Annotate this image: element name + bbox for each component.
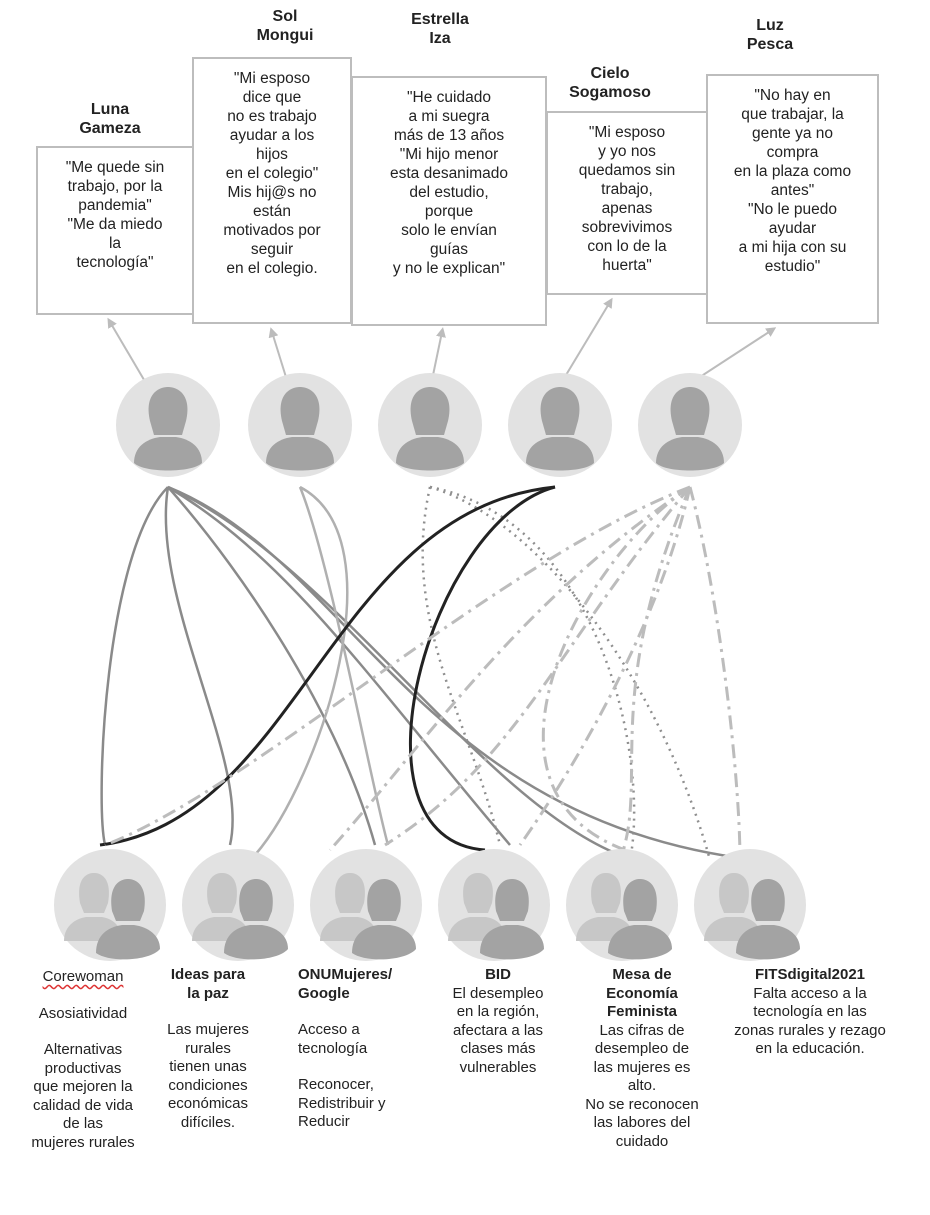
quote-box-estrella: "He cuidado a mi suegra más de 13 años "… — [351, 76, 547, 326]
org-description: Asosiatividad — [38, 1004, 128, 1022]
org-avatar-ideas-para-la-paz — [182, 849, 294, 961]
avatar-luna — [116, 373, 220, 477]
woman-name-luna: Luna Gameza — [79, 101, 141, 137]
avatar-luz — [638, 373, 742, 477]
org-name: FITSdigital2021 — [754, 966, 866, 983]
org-avatar-onumujeres — [310, 849, 422, 961]
org-mesa-economia-feminista: Mesa de Economía Feminista Las cifras de… — [572, 966, 712, 1151]
woman-name-estrella: Estrella Iza — [411, 11, 469, 47]
quote-box-luz: "No hay en que trabajar, la gente ya no … — [706, 74, 879, 324]
org-avatar-mesa-economia-feminista — [566, 849, 678, 961]
org-fitsdigital2021: FITSdigital2021 Falta acceso a la tecnol… — [705, 966, 915, 1059]
org-corewoman: Corewoman Asosiatividad Alternativas pro… — [8, 968, 158, 1152]
org-description: Las mujeres rurales tienen unas condicio… — [167, 1021, 249, 1131]
org-onumujeres-google: ONUMujeres/ Google Acceso a tecnología R… — [298, 966, 418, 1132]
arrow-estrella — [431, 327, 446, 381]
org-ideas-para-la-paz: Ideas para la paz Las mujeres rurales ti… — [148, 966, 268, 1132]
org-name: Corewoman — [42, 968, 124, 985]
quote-box-sol: "Mi esposo dice que no es trabajo ayudar… — [192, 57, 352, 324]
quote-box-cielo: "Mi esposo y yo nos quedamos sin trabajo… — [546, 111, 708, 295]
org-description: Falta acceso a la tecnología en las zona… — [734, 984, 886, 1058]
connections — [99, 485, 756, 862]
org-name: Mesa de Economía Feminista — [606, 966, 678, 1020]
women-avatars — [116, 373, 742, 477]
org-description-2: Alternativas productivas que mejoren la … — [31, 1041, 135, 1151]
woman-name-cielo: Cielo Sogamoso — [569, 65, 651, 101]
org-name: BID — [485, 966, 511, 983]
org-name: Ideas para la paz — [170, 966, 246, 1002]
quote-box-luna: "Me quede sin trabajo, por la pandemia" … — [36, 146, 194, 315]
organization-avatars — [54, 849, 806, 961]
org-description: Las cifras de desempleo de las mujeres e… — [585, 1021, 699, 1150]
org-description: El desempleo en la región, afectara a la… — [452, 984, 544, 1076]
avatar-sol — [248, 373, 352, 477]
org-description: Acceso a tecnología — [298, 1021, 368, 1057]
org-description-2: Reconocer, Redistribuir y Reducir — [298, 1076, 386, 1130]
avatar-cielo — [508, 373, 612, 477]
org-avatar-bid — [438, 849, 550, 961]
avatar-estrella — [378, 373, 482, 477]
woman-name-sol: Sol Mongui — [256, 8, 314, 44]
arrow-cielo — [559, 297, 613, 386]
org-name: ONUMujeres/ Google — [298, 966, 393, 1002]
org-avatar-fitsdigital — [694, 849, 806, 961]
arrow-luna — [107, 317, 151, 391]
org-bid: BID El desempleo en la región, afectara … — [428, 966, 568, 1077]
woman-name-luz: Luz Pesca — [746, 17, 794, 53]
org-avatar-corewoman — [54, 849, 166, 961]
